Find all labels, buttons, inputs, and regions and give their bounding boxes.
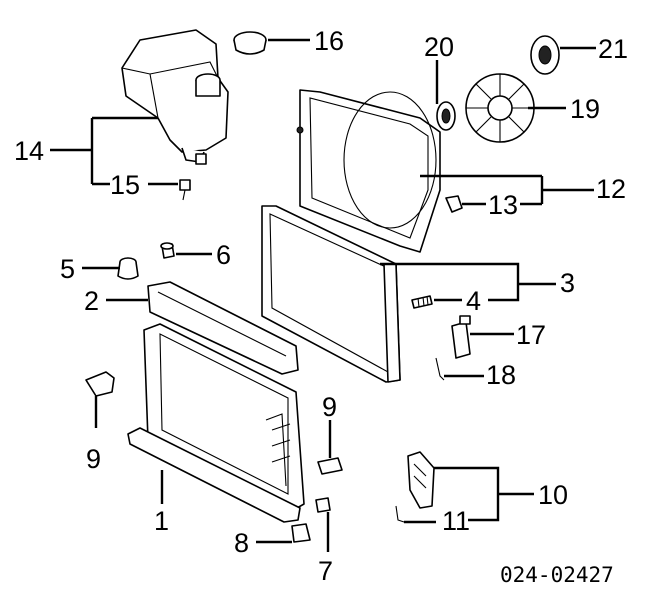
side-bracket[interactable] xyxy=(407,451,435,509)
fan-shroud[interactable] xyxy=(296,89,441,253)
rubber-mount[interactable] xyxy=(160,242,175,259)
callout-1: 1 xyxy=(154,506,169,536)
expansion-tank-cap[interactable] xyxy=(233,31,267,55)
pin[interactable] xyxy=(395,505,405,523)
callout-9-left: 9 xyxy=(86,444,101,474)
fan-clutch-nut[interactable] xyxy=(436,101,456,131)
callout-labels: 16 14 15 20 21 19 12 13 3 4 5 6 2 17 18 … xyxy=(14,26,628,586)
retaining-clip[interactable] xyxy=(435,357,445,381)
radiator-bolt[interactable] xyxy=(411,295,433,309)
diagram-code: 024-02427 xyxy=(500,563,614,587)
callout-11: 11 xyxy=(442,506,470,536)
radiator[interactable] xyxy=(261,205,401,383)
callout-3: 3 xyxy=(560,268,575,298)
leader-lines xyxy=(50,38,596,552)
callout-13: 13 xyxy=(488,190,518,220)
callout-14: 14 xyxy=(14,136,44,166)
upper-bracket[interactable] xyxy=(147,281,299,375)
small-clip[interactable] xyxy=(315,497,331,513)
callout-4: 4 xyxy=(466,286,481,316)
callout-15: 15 xyxy=(110,170,140,200)
rubber-grommet[interactable] xyxy=(117,257,139,280)
cooling-fan[interactable] xyxy=(465,73,535,143)
callout-6: 6 xyxy=(216,240,231,270)
fan-clutch[interactable] xyxy=(530,35,560,75)
callout-16: 16 xyxy=(314,26,344,56)
clamp[interactable] xyxy=(291,523,311,543)
expansion-tank[interactable] xyxy=(121,29,229,165)
callout-5: 5 xyxy=(60,254,75,284)
callout-9-right: 9 xyxy=(322,392,337,422)
callout-17: 17 xyxy=(516,320,546,350)
callout-7: 7 xyxy=(318,556,333,586)
seal-plate[interactable] xyxy=(317,457,343,475)
sensor[interactable] xyxy=(451,315,471,359)
condenser-frame[interactable] xyxy=(127,323,305,523)
callout-18: 18 xyxy=(486,360,516,390)
callout-19: 19 xyxy=(570,94,600,124)
callout-20: 20 xyxy=(424,32,454,62)
callout-2: 2 xyxy=(84,286,99,316)
shroud-clip[interactable] xyxy=(445,195,463,213)
left-bracket[interactable] xyxy=(85,371,115,397)
tank-bolt[interactable] xyxy=(179,179,191,201)
callout-8: 8 xyxy=(234,528,249,558)
callout-10: 10 xyxy=(538,480,568,510)
callout-12: 12 xyxy=(596,174,626,204)
callout-21: 21 xyxy=(598,34,628,64)
